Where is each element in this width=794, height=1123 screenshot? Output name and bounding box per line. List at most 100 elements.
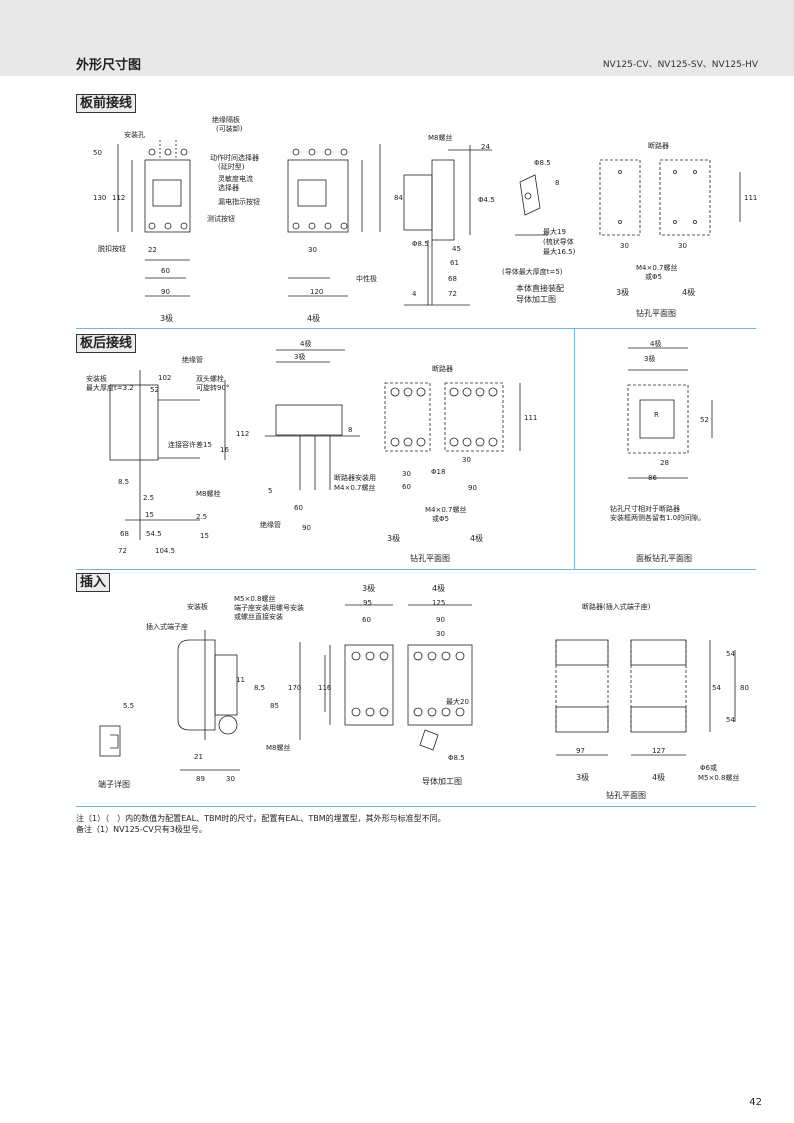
dim: 68 — [120, 530, 129, 538]
dim: 30 — [436, 630, 445, 638]
dim: 102 — [158, 374, 171, 382]
label-m4-screw: M4×0.7螺丝 — [334, 483, 376, 492]
dim: Φ18 — [431, 468, 445, 476]
dim: 72 — [118, 547, 127, 555]
dim: 4极 — [650, 339, 661, 348]
dim: 54 — [712, 684, 721, 692]
label-gap-note: 钻孔尺寸相对于断路器 — [610, 504, 680, 513]
dim: 52 — [700, 416, 709, 424]
label-or-phi5: 或Φ5 — [432, 514, 449, 523]
label-or-phi5: 或Φ5 — [645, 272, 662, 281]
dim: 97 — [576, 747, 585, 755]
caption-4pole: 4极 — [432, 583, 445, 593]
dim: 5.5 — [123, 702, 134, 710]
label-test-button: 测试按钮 — [207, 214, 235, 223]
dim: 8 — [348, 426, 352, 434]
label-time-selector: 动作时间选择器 — [210, 153, 259, 162]
label-trip-button: 脱扣按钮 — [98, 244, 126, 253]
dim: 11 — [236, 676, 245, 684]
label-removable: (可装卸) — [216, 124, 243, 133]
label-max19: 最大19 — [543, 227, 566, 236]
label-comb: (梳状导体 — [543, 237, 574, 246]
label-m4: M4×0.7螺丝 — [636, 263, 678, 272]
breaker-4pole-front — [287, 159, 349, 233]
label-neutral: 中性极 — [356, 274, 377, 283]
label-phi85: Φ8.5 — [448, 754, 465, 762]
dim: 111 — [524, 414, 537, 422]
label-phi6: Φ6或 — [700, 763, 717, 772]
caption-3pole: 3极 — [576, 772, 589, 782]
label-max165: 最大16.5) — [543, 247, 576, 256]
dim: 120 — [310, 288, 323, 296]
label-barrier: 绝缘隔板 — [212, 115, 240, 124]
dim: 68 — [448, 275, 457, 283]
label-sensitivity: 灵敏度电流 — [218, 174, 253, 183]
page-number: 42 — [749, 1097, 762, 1108]
dim: 16 — [220, 446, 229, 454]
dim: R — [654, 411, 659, 419]
section-title-front: 板前接线 — [76, 94, 137, 113]
dim: 8.5 — [118, 478, 129, 486]
dim: 3极 — [294, 352, 305, 361]
drill-plan-3pole — [599, 159, 641, 236]
dim: Φ8.5 — [412, 240, 429, 248]
dim: 95 — [363, 599, 372, 607]
dim: 4 — [412, 290, 417, 298]
dim: 104.5 — [155, 547, 175, 555]
label-plugin-terminal: 插入式端子座 — [146, 622, 188, 631]
caption-drill-plan: 钻孔平面图 — [606, 790, 646, 800]
caption-4pole: 4极 — [470, 533, 483, 543]
dim: 30 — [678, 242, 687, 250]
caption-conductor-fig: 导体加工图 — [422, 776, 462, 786]
dim: 84 — [394, 194, 403, 202]
dim: Φ8.5 — [534, 159, 551, 167]
dim: 60 — [362, 616, 371, 624]
dim: 60 — [402, 483, 411, 491]
notes: 注（1）（ ）内的数值为配置EAL、TBM时的尺寸。配置有EAL、TBM的埋置型… — [76, 813, 446, 835]
dim: 112 — [236, 430, 249, 438]
dim: 60 — [294, 504, 303, 512]
label-breaker-mount: 断路器安装用 — [334, 473, 376, 482]
label-stud: 双头螺栓 — [196, 374, 224, 383]
dim: 54 — [726, 716, 735, 724]
note-line: 备注（1）NV125-CV只有3极型号。 — [76, 825, 207, 834]
label-m5: M5×0.8螺丝 — [234, 594, 276, 603]
label-delay-type: (延时型) — [218, 162, 245, 171]
dim: 50 — [93, 149, 102, 157]
dim: 90 — [468, 484, 477, 492]
note-line: 注（1）（ ）内的数值为配置EAL、TBM时的尺寸。配置有EAL、TBM的埋置型… — [76, 814, 446, 823]
caption-terminal-detail: 端子详图 — [98, 779, 130, 789]
dim: 21 — [194, 753, 203, 761]
dim: 22 — [148, 246, 157, 254]
dim: 89 — [196, 775, 205, 783]
dim: 2.5 — [143, 494, 154, 502]
label-conductor-fig: 导体加工图 — [516, 294, 556, 304]
label-mount-hole: 安装孔 — [124, 130, 145, 139]
section-title-rear: 板后接线 — [76, 334, 137, 353]
caption-drill-plan: 钻孔平面图 — [410, 553, 450, 563]
dim: 2.5 — [196, 513, 207, 521]
label-terminal-mount: 端子座安装用螺号安装 — [234, 603, 304, 612]
dim: 52 — [150, 386, 159, 394]
dim: 90 — [302, 524, 311, 532]
label-m8: M8螺丝 — [428, 133, 453, 142]
label-screw-mount: 或螺丝直接安装 — [234, 612, 283, 621]
divider — [76, 569, 756, 570]
breaker-3pole-front — [144, 159, 191, 233]
dim: 54 — [726, 650, 735, 658]
label-rotatable: 可旋转90° — [196, 383, 229, 392]
dim: 90 — [161, 288, 170, 296]
dim: 60 — [161, 267, 170, 275]
caption-3pole: 3极 — [616, 287, 629, 297]
dim: 80 — [740, 684, 749, 692]
caption-4pole: 4极 — [682, 287, 695, 297]
label-m4-screw: M4×0.7螺丝 — [425, 505, 467, 514]
label-mount-plate: 安装板 — [187, 602, 208, 611]
dim: 45 — [452, 245, 461, 253]
label-m8: M8螺丝 — [266, 743, 291, 752]
dim: 30 — [226, 775, 235, 783]
dim: 15 — [200, 532, 209, 540]
divider — [76, 806, 756, 807]
